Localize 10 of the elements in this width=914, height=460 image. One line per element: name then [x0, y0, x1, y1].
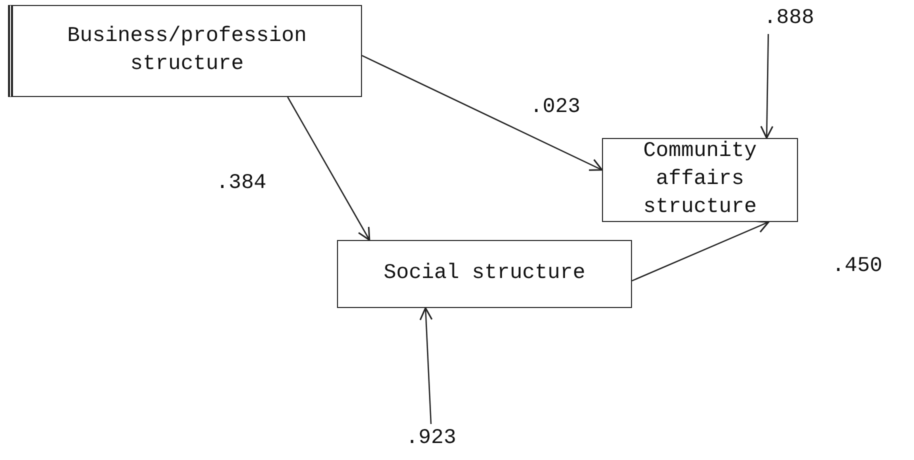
process-box: Business/profession structure [8, 5, 362, 97]
arrow [760, 34, 774, 139]
coefficient-text: .923 [408, 424, 454, 454]
arrow [632, 220, 770, 282]
coefficient-text: .888 [766, 4, 812, 34]
arrow [362, 55, 603, 171]
process-box: Social structure [337, 240, 632, 308]
arrow [419, 307, 433, 424]
process-box: Community affairs structure [602, 138, 798, 222]
arrow [287, 96, 370, 241]
